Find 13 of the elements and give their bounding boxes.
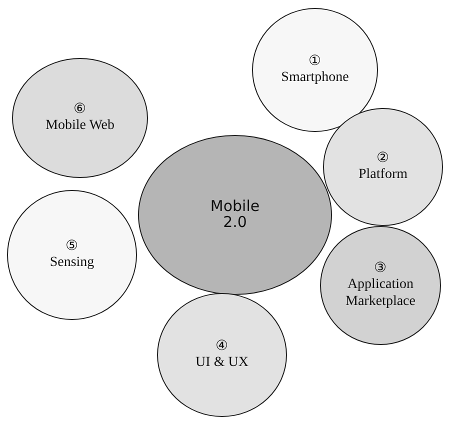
node-label: Sensing xyxy=(50,255,94,272)
node-label: UI & UX xyxy=(196,355,248,372)
node-label: Mobile Web xyxy=(46,118,114,134)
node-label: Smartphone xyxy=(281,70,349,86)
circled-number: ③ xyxy=(374,261,387,278)
circled-number: ② xyxy=(376,150,390,167)
circled-number: ⑥ xyxy=(74,102,86,118)
circled-number: ⑤ xyxy=(66,238,78,255)
node-label: Application Marketplace xyxy=(344,277,416,310)
circled-number: ④ xyxy=(216,338,228,355)
node-label: Mobile 2.0 xyxy=(209,199,261,231)
node-label: Platform xyxy=(358,167,408,184)
circled-number: ① xyxy=(308,54,322,70)
